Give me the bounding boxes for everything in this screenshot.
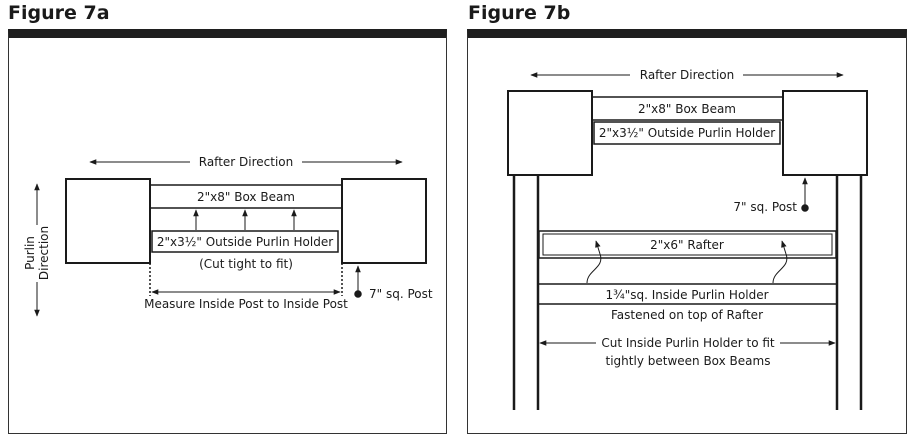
right-post-top [782,90,868,176]
rafter-inner [542,233,833,256]
rafter-direction-label-a: Rafter Direction [199,155,294,169]
left-post-top [507,90,593,176]
cut-note-line2-b: tightly between Box Beams [606,354,771,368]
figure-7b-title: Figure 7b [468,2,571,24]
curved-arrow-right [772,240,788,284]
fastened-note-b: Fastened on top of Rafter [611,308,763,322]
rafter-outer [538,230,837,259]
post-callout-dot-b [801,204,809,212]
figure-7b-diagram [507,72,868,410]
post-label-a: 7" sq. Post [369,287,433,301]
outside-purlin-holder [151,230,339,253]
post-callout-dot [354,290,362,298]
curved-arrow-left [586,240,602,284]
purlin-holder-label-b: 2"x3½" Outside Purlin Holder [599,126,775,140]
right-post [341,178,427,264]
purlin-holder-label-a: 2"x3½" Outside Purlin Holder [157,235,333,249]
figure-7a-title: Figure 7a [8,2,110,24]
cut-note-line1-b: Cut Inside Purlin Holder to fit [601,336,775,350]
left-post [65,178,151,264]
box-beam-label-a: 2"x8" Box Beam [197,190,295,204]
figure-7a-diagram [34,159,427,317]
box-beam-label-b: 2"x8" Box Beam [638,102,736,116]
measure-note-a: Measure Inside Post to Inside Post [144,297,348,311]
outside-purlin-holder-b [593,121,781,145]
cut-note-a: (Cut tight to fit) [199,257,293,271]
rafter-label-b: 2"x6" Rafter [650,238,724,252]
post-label-b: 7" sq. Post [733,200,797,214]
direction-label-a: Direction [37,226,51,280]
rafter-direction-label-b: Rafter Direction [640,68,735,82]
purlin-label-a: Purlin [23,236,37,270]
inside-holder-label-b: 1¾"sq. Inside Purlin Holder [605,288,768,302]
